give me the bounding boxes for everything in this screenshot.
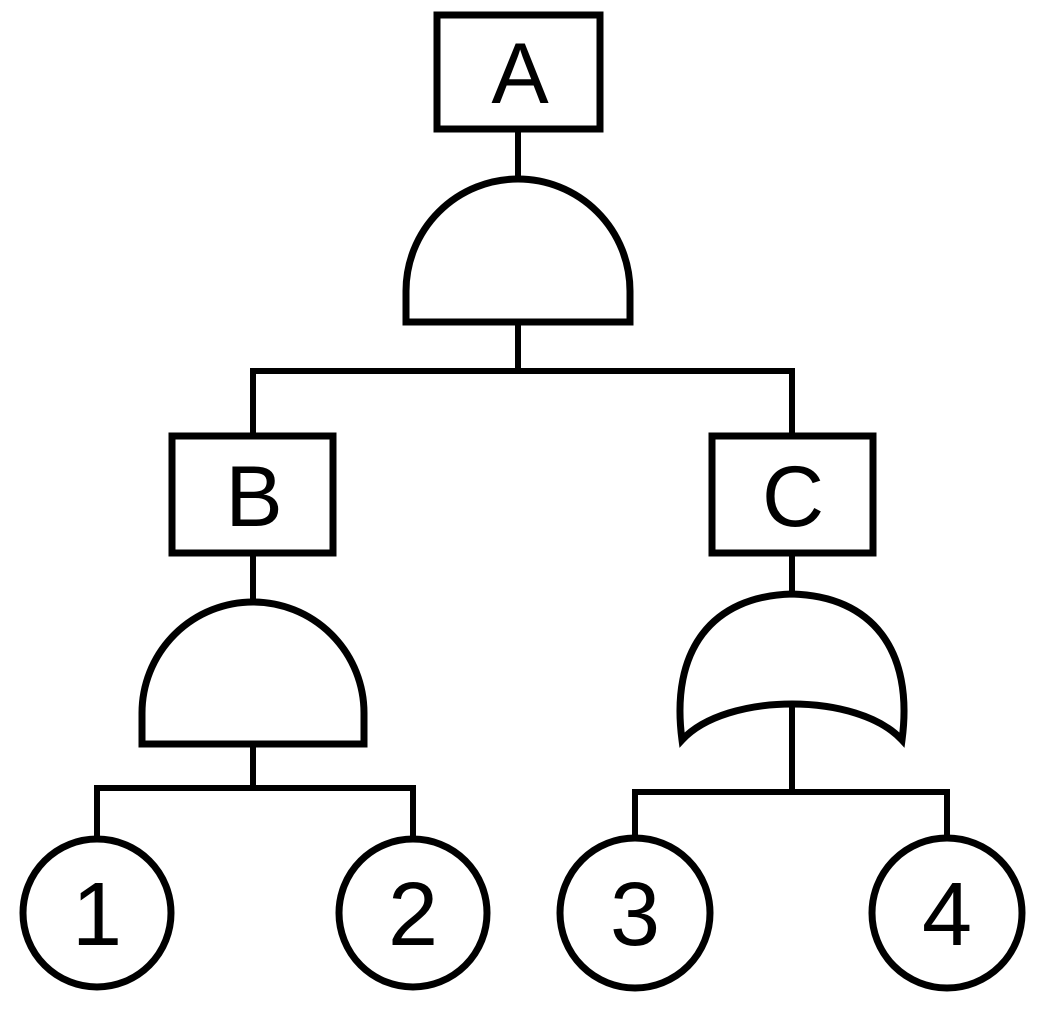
and-gate-b-icon	[138, 598, 368, 748]
wire-branch-3-4	[632, 789, 950, 845]
wire-branch-1-2	[94, 785, 416, 845]
event-label-b: B	[225, 449, 282, 545]
basic-event-circle-4	[868, 834, 1026, 992]
basic-event-label-3: 3	[610, 865, 660, 965]
event-label-c: C	[762, 449, 824, 545]
event-box-a	[433, 11, 604, 133]
basic-event-circle-3	[556, 834, 714, 992]
event-box-b	[168, 432, 337, 557]
event-box-c	[708, 432, 877, 557]
wire-branch-b-c	[250, 368, 795, 440]
basic-event-circle-2	[335, 835, 491, 991]
and-gate-top-icon	[402, 175, 634, 326]
basic-event-circle-1	[19, 835, 175, 991]
or-gate-c-icon	[676, 590, 908, 748]
event-label-a: A	[491, 26, 549, 122]
basic-event-label-4: 4	[922, 865, 972, 965]
basic-event-label-2: 2	[388, 865, 438, 965]
basic-event-label-1: 1	[72, 865, 122, 965]
